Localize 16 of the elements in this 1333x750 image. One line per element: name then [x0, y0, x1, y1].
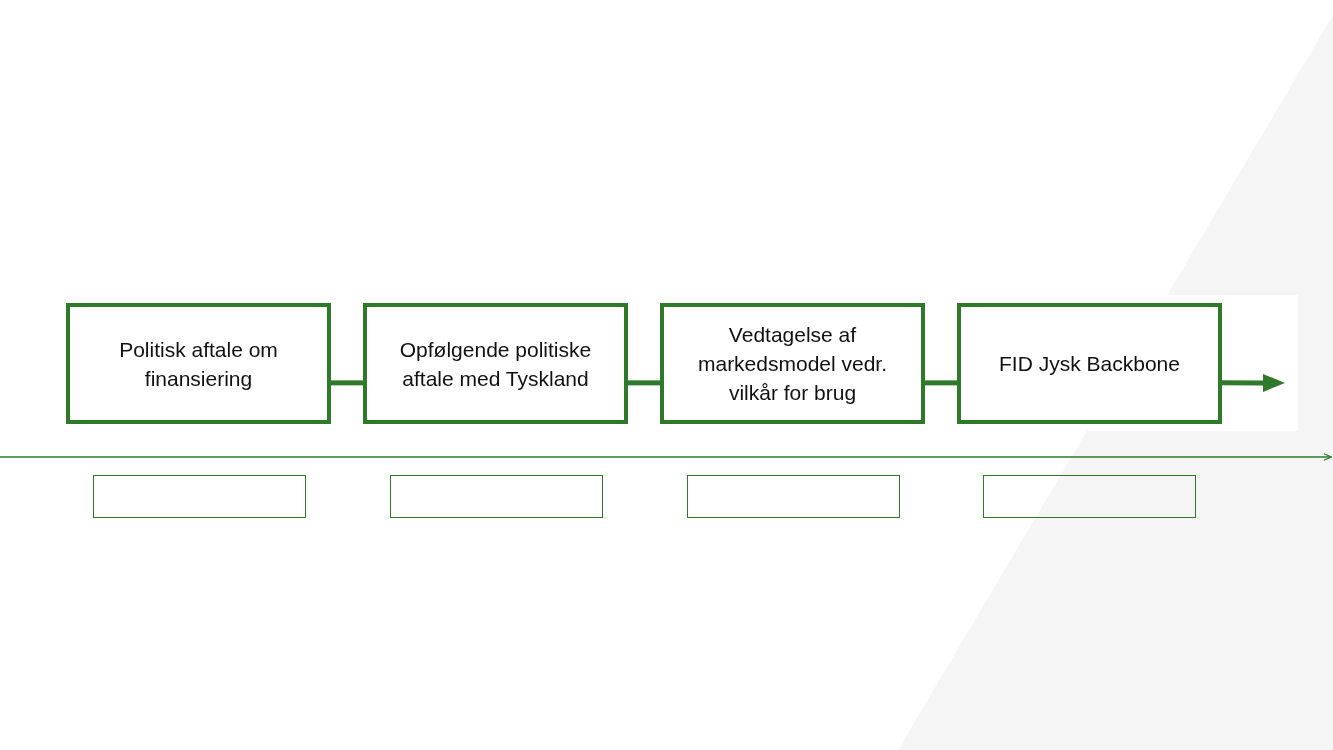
process-box — [660, 303, 925, 424]
process-box — [957, 303, 1222, 424]
box-label: FID Jysk Backbone — [999, 351, 1180, 377]
arrow — [1222, 373, 1285, 392]
box-label: Opfølgende politiske aftale med Tyskland — [398, 336, 593, 392]
empty-box — [390, 475, 603, 518]
box-label: Vedtagelse af markedsmodel vedr. vilkår for brug — [696, 322, 889, 406]
box-label: Politisk aftale om finansiering — [118, 336, 279, 392]
connector-line — [925, 380, 957, 386]
empty-box — [687, 475, 900, 518]
process-box — [66, 303, 331, 424]
connector-line — [628, 380, 660, 386]
empty-box — [93, 475, 306, 518]
process-box — [363, 303, 628, 424]
connector-line — [331, 380, 363, 386]
empty-box — [983, 475, 1196, 518]
